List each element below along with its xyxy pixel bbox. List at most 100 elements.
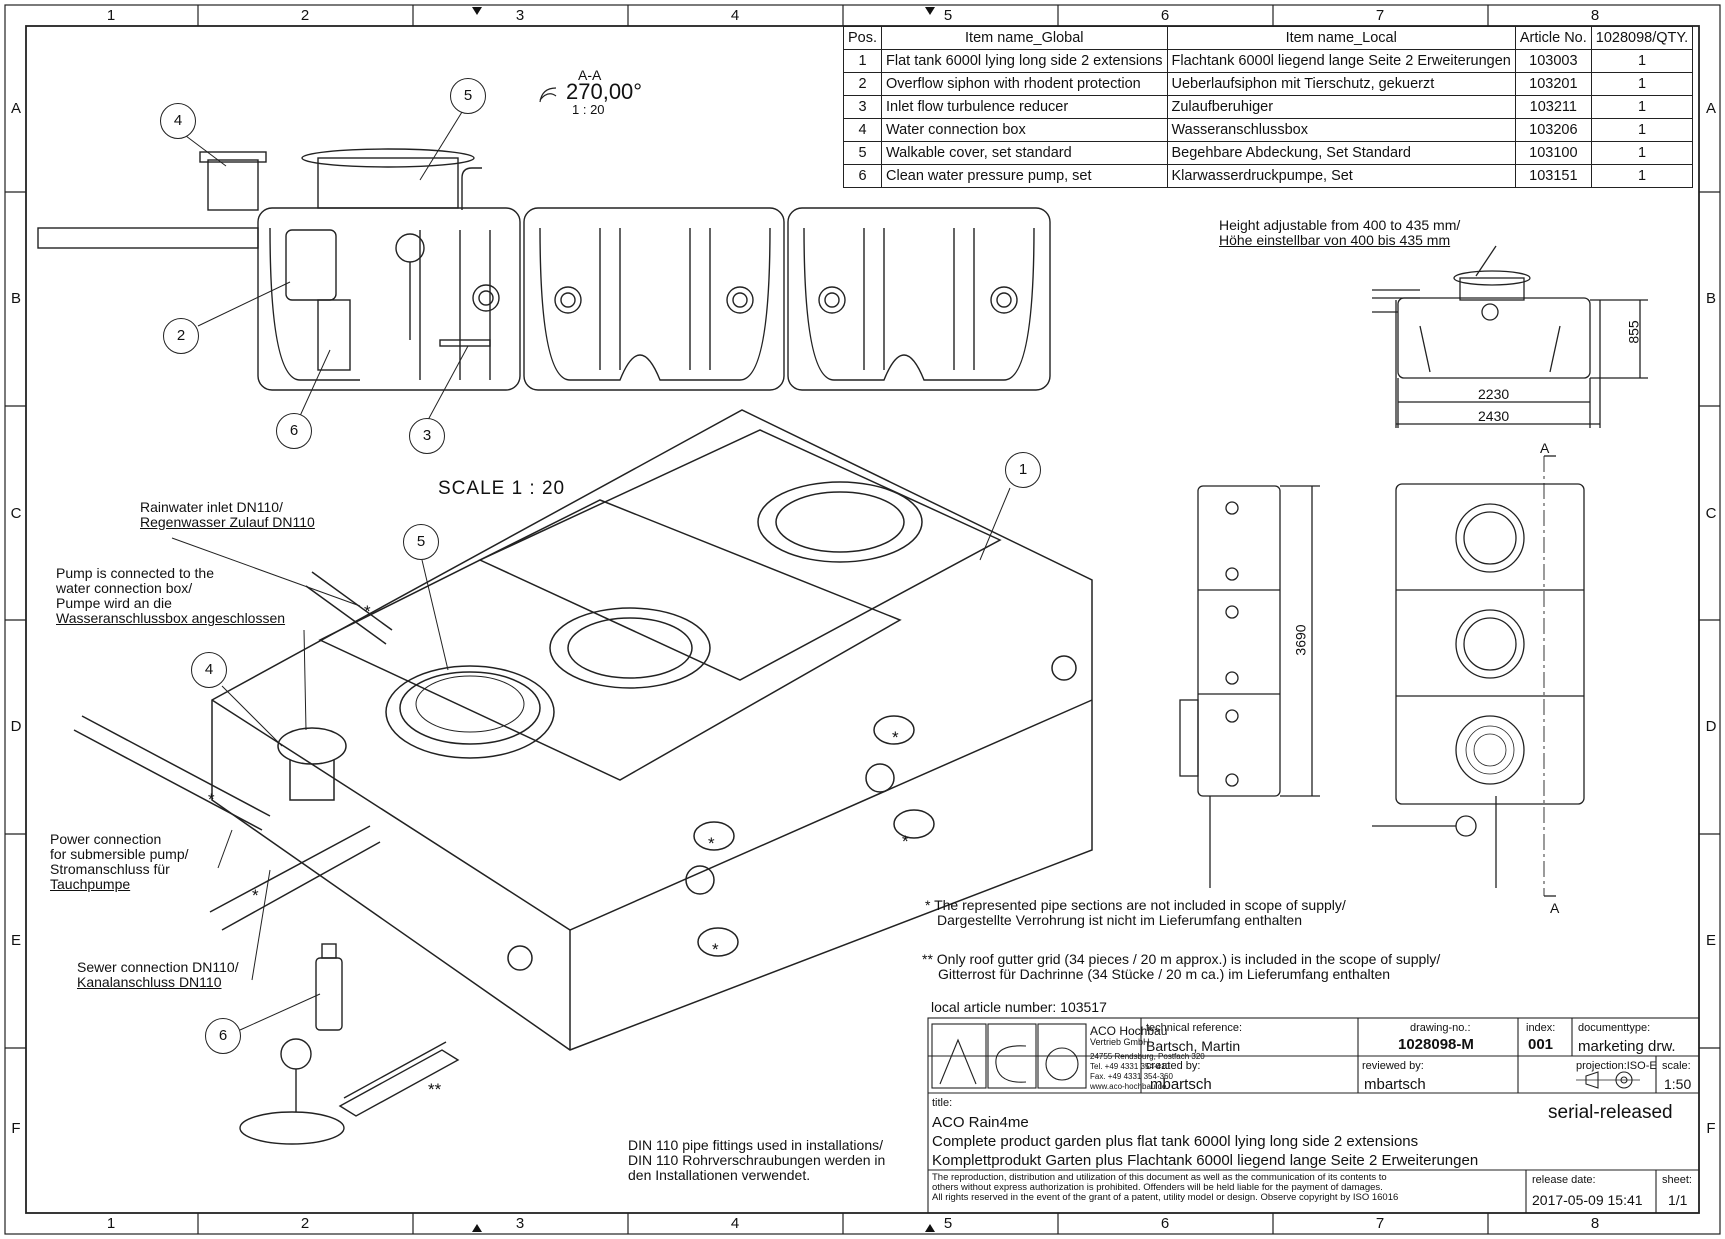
bom-qty: 1 [1590, 118, 1694, 142]
row-label: D [10, 718, 22, 735]
balloon-4-section: 4 [160, 103, 196, 139]
section-turbulence-reducer [439, 339, 491, 347]
bom-qty: 1 [1590, 141, 1694, 165]
bom-qty: 1 [1590, 95, 1694, 119]
footnote-line: The represented pipe sections are not in… [934, 897, 1346, 913]
row-label: C [1705, 505, 1717, 522]
inlet-pipe [37, 227, 259, 249]
col-label: 5 [943, 1215, 953, 1232]
annotation-sewer: Sewer connection DN110/ Kanalanschluss D… [77, 960, 239, 990]
section-name: A-A [578, 67, 602, 83]
bom-header-pos: Pos. [842, 26, 883, 50]
row-label: E [10, 932, 21, 949]
bom-global: Flat tank 6000l lying long side 2 extens… [881, 49, 1168, 73]
footnote-line: Gitterrost für Dachrinne (34 Stücke / 20… [938, 966, 1391, 982]
column-ticks [197, 5, 1489, 1234]
tb-reviewed-label: reviewed by: [1362, 1060, 1424, 1072]
annotation-power: Power connection for submersible pump/ S… [50, 832, 189, 892]
bom-header-article: Article No. [1514, 26, 1592, 50]
bom-pos: 5 [842, 141, 883, 165]
annotation-line: water connection box/ [56, 580, 193, 596]
iso-sewer-pipe [209, 825, 381, 931]
annotation-line: DIN 110 Rohrverschraubungen werden in [628, 1152, 886, 1168]
iso-leaders [171, 487, 1011, 1031]
tb-address: www.aco-hochbau.de [1090, 1082, 1167, 1091]
col-label: 8 [1590, 1215, 1600, 1232]
balloon-3-section: 3 [409, 418, 445, 454]
tb-release-label: release date: [1532, 1174, 1596, 1186]
col-label: 6 [1160, 7, 1170, 24]
row-ticks [5, 191, 1720, 1049]
tb-reviewed: mbartsch [1364, 1076, 1426, 1093]
star-mark: * [364, 602, 371, 621]
section-angle: 270,00° [566, 79, 643, 104]
tb-scale: 1:50 [1664, 1076, 1692, 1092]
tb-doctype-label: documenttype: [1578, 1022, 1651, 1034]
section-pump [317, 299, 351, 371]
iso-float-ring [239, 1111, 345, 1145]
annotation-line: Regenwasser Zulauf DN110 [140, 514, 315, 530]
balloon-1-iso: 1 [1005, 452, 1041, 488]
annotation-line: Pumpe wird an die [56, 595, 172, 611]
bom-article: 103151 [1514, 164, 1592, 188]
bom-pos: 6 [842, 164, 883, 188]
row-label: E [1705, 932, 1716, 949]
bom-article: 103003 [1514, 49, 1592, 73]
footnote-double-star: ** Only roof gutter grid (34 pieces / 20… [922, 952, 1440, 982]
annotation-line: Wasseranschlussbox angeschlossen [56, 610, 286, 626]
balloon-4-iso: 4 [191, 652, 227, 688]
section-tank-2 [523, 207, 785, 391]
balloon-5-iso: 5 [403, 524, 439, 560]
col-label: 6 [1160, 1215, 1170, 1232]
height-note-line: Höhe einstellbar von 400 bis 435 mm [1219, 232, 1451, 248]
row-label: B [1705, 290, 1716, 307]
star-mark: * [708, 834, 715, 853]
bom-row: 6 Clean water pressure pump, set Klarwas… [842, 164, 1694, 188]
tb-scale-label: scale: [1662, 1060, 1691, 1072]
balloon-2-section: 2 [163, 318, 199, 354]
section-leaders [185, 93, 557, 421]
annotation-line: Kanalanschluss DN110 [77, 974, 222, 990]
row-label: D [1705, 718, 1717, 735]
tb-company: ACO Hochbau [1090, 1024, 1168, 1038]
bom-row: 4 Water connection box Wasseranschlussbo… [842, 118, 1694, 142]
footnote-marker: * [925, 897, 935, 913]
annotation-line: Tauchpumpe [50, 876, 131, 892]
tb-legal: The reproduction, distribution and utili… [932, 1173, 1398, 1203]
bom-global: Water connection box [881, 118, 1168, 142]
side-view [1372, 245, 1648, 428]
bom-pos: 3 [842, 95, 883, 119]
col-label: 2 [300, 7, 310, 24]
tb-legal-line: All rights reserved in the event of the … [932, 1192, 1399, 1203]
bom-local: Zulaufberuhiger [1166, 95, 1516, 119]
section-mark-top: A [1540, 440, 1550, 456]
section-angle-arc [539, 87, 557, 103]
iso-view [73, 409, 1093, 1051]
star-mark: * [208, 790, 215, 809]
footnote-line: Only roof gutter grid (34 pieces / 20 m … [936, 951, 1441, 967]
double-star-mark: ** [428, 1080, 442, 1099]
plan-view [1372, 455, 1585, 897]
iso-power-pipe [73, 715, 271, 831]
section-connection-box [207, 159, 259, 211]
tb-title-1: ACO Rain4me [932, 1114, 1029, 1131]
section-mark-bottom: A [1550, 900, 1560, 916]
bom-local: Wasseranschlussbox [1166, 118, 1516, 142]
tb-drawing-no-label: drawing-no.: [1410, 1022, 1471, 1034]
bom-qty: 1 [1590, 164, 1694, 188]
front-tank [1197, 485, 1281, 797]
annotation-line: Stromanschluss für [50, 861, 170, 877]
bom-header-global: Item name_Global [881, 26, 1168, 50]
section-scale: 1 : 20 [572, 102, 605, 117]
row-label: F [11, 1120, 21, 1137]
iso-inlet-pipe [305, 571, 393, 645]
tb-created-label: created by: [1146, 1060, 1201, 1072]
tb-doctype: marketing drw. [1578, 1038, 1676, 1055]
col-label: 3 [515, 7, 525, 24]
plan-cover [1455, 715, 1525, 785]
col-label: 5 [943, 7, 953, 24]
annotation-rain-inlet: Rainwater inlet DN110/ Regenwasser Zulau… [140, 500, 315, 530]
tb-title-2: Complete product garden plus flat tank 6… [932, 1133, 1419, 1150]
side-tank [1397, 297, 1591, 379]
